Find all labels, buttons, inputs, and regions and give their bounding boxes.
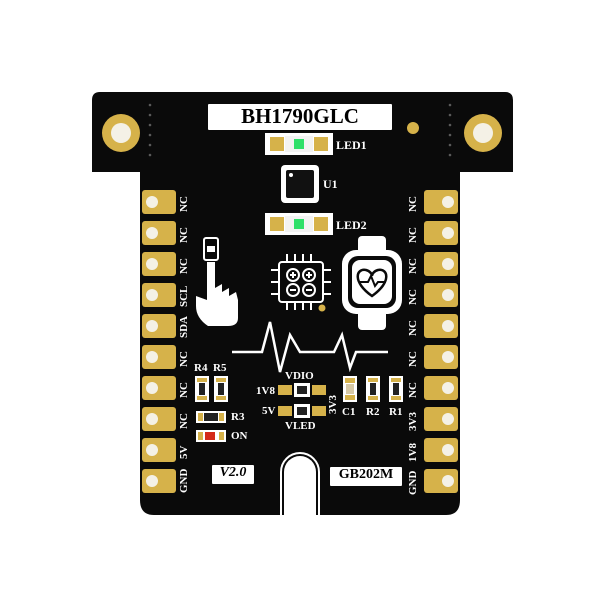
mounting-hole-icon [464,114,502,152]
smartwatch-heart-icon [342,236,402,330]
left-pin-label: SDA [178,315,190,338]
r3-resistor [196,411,226,423]
led2-component [265,213,333,235]
led2-label: LED2 [336,218,367,232]
chip-icon [271,254,331,310]
r2-label: R2 [366,406,380,418]
right-pin-label: NC [407,196,419,212]
right-pin-label: NC [407,289,419,305]
r1-label: R1 [389,406,403,418]
led1-label: LED1 [336,138,367,152]
left-pin-label: NC [178,382,190,398]
r4-r5-resistors [195,376,228,402]
r5-label: R5 [213,362,227,374]
right-pin-label: NC [407,320,419,336]
left-pin-label: NC [178,227,190,243]
left-pin-label: NC [178,258,190,274]
right-pin-label: NC [407,382,419,398]
heartbeat-icon [232,321,388,373]
u1-chip [281,165,319,203]
3v3-jumper-label: 3V3 [327,395,339,414]
version-label: V2.0 [212,465,254,484]
vled-jumper [278,404,326,418]
right-pin-label: 3V3 [407,412,419,431]
right-pin-label: GND [407,470,419,495]
left-pin-label: SCL [178,285,190,307]
r3-label: R3 [231,411,245,423]
c1-r2-r1-components [343,376,403,402]
bottom-notch [280,452,320,515]
mounting-hole-icon [102,114,140,152]
board-title: BH1790GLC [208,104,392,130]
right-pin-pads [424,190,458,493]
right-pin-label: NC [407,258,419,274]
left-pin-label: NC [178,413,190,429]
c1-label: C1 [342,406,356,418]
on-label: ON [231,430,248,442]
vled-label: VLED [285,420,316,432]
r4-label: R4 [194,362,208,374]
right-pin-label: NC [407,227,419,243]
u1-label: U1 [323,177,338,191]
right-pin-label: 1V8 [407,443,419,462]
vdio-label: VDIO [285,370,314,382]
left-pin-label: NC [178,196,190,212]
left-pin-pads [142,190,176,493]
left-pin-label: GND [178,468,190,493]
vdio-jumper [278,383,326,397]
right-pin-label: NC [407,351,419,367]
left-pin-label: NC [178,351,190,367]
1v8-label: 1V8 [256,385,275,397]
part-number-label: GB202M [330,467,402,486]
power-led [196,430,226,442]
finger-icon [196,237,238,326]
5v-label: 5V [262,405,276,417]
left-pin-label: 5V [178,445,190,459]
led1-component [265,133,333,155]
